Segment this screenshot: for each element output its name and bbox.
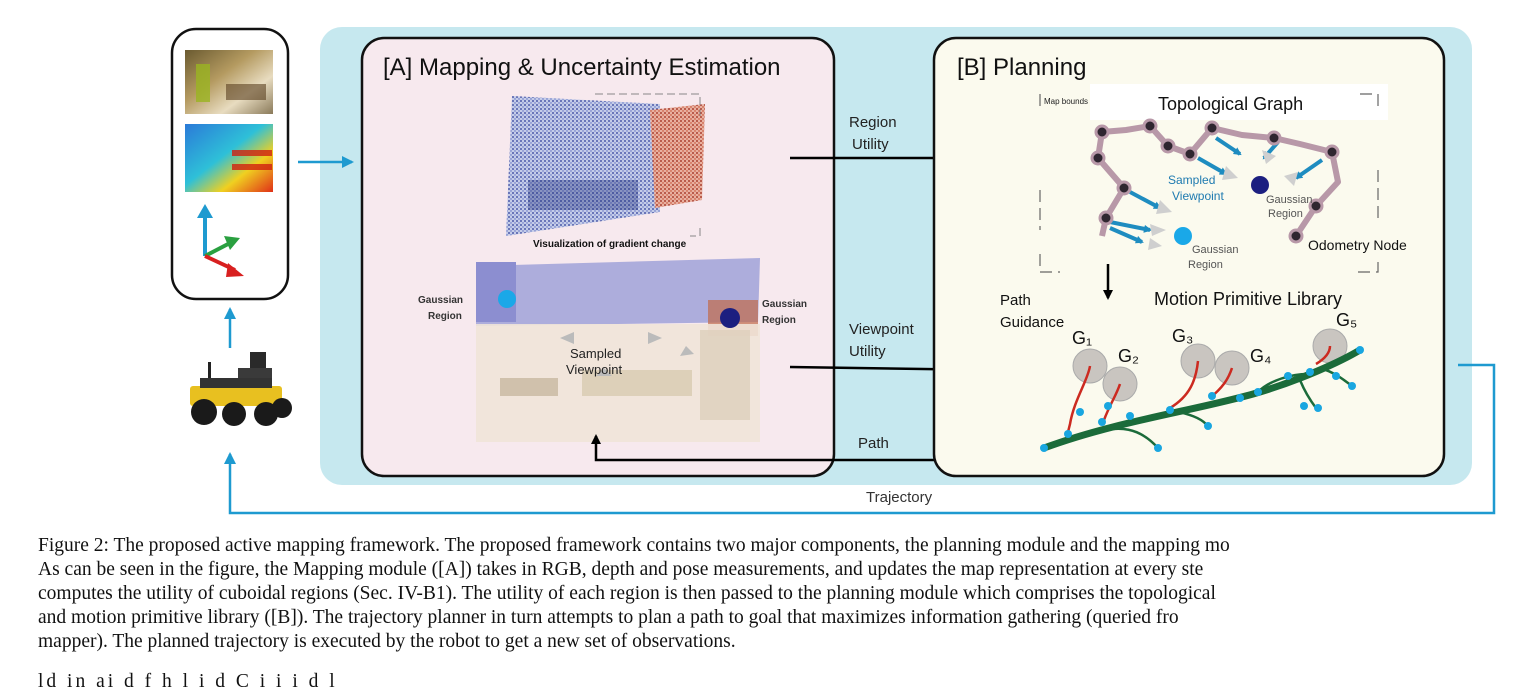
odometry-nodes: [1090, 118, 1340, 244]
figure-caption: Figure 2: The proposed active mapping fr…: [38, 534, 1538, 654]
gaussian-region-label-2: Gaussian Region: [1188, 244, 1242, 271]
body-text-fragment: ld in ai d f h l i d C i i i d l: [38, 671, 338, 692]
depth-image: [185, 124, 273, 192]
uncertainty-map: [476, 258, 760, 442]
trajectory-arrow: [224, 363, 1496, 515]
topological-graph-title: Topological Graph: [1158, 94, 1303, 114]
caption-line: mapper). The planned trajectory is execu…: [38, 631, 736, 652]
goal-label: G₅: [1336, 310, 1357, 330]
robot-image: [190, 352, 292, 426]
framework-figure: Trajectory [A] Mapping & Uncertainty Est…: [170, 27, 1496, 515]
viz-caption: Visualization of gradient change: [533, 239, 687, 250]
caption-line: As can be seen in the figure, the Mappin…: [38, 559, 1204, 580]
region-utility-label: Region Utility: [849, 114, 901, 153]
mpl-title: Motion Primitive Library: [1154, 289, 1342, 309]
motion-primitive-library: [1040, 328, 1364, 452]
goal-label: G₂: [1118, 346, 1139, 366]
caption-line: Figure 2: The proposed active mapping fr…: [38, 535, 1230, 556]
gaussian-region-label-1: Gaussian Region: [1266, 194, 1316, 220]
goal-label: G₁: [1072, 328, 1092, 348]
caption-line: computes the utility of cuboidal regions…: [38, 583, 1216, 604]
path-arrow: [591, 434, 988, 462]
gradient-visualization: [506, 93, 705, 237]
panel-a-gaussian-right: Gaussian Region: [762, 299, 810, 326]
panel-a-sampled-viewpoint: Sampled Viewpoint: [566, 346, 625, 377]
panel-a-title: [A] Mapping & Uncertainty Estimation: [383, 54, 781, 81]
pose-axes-icon: [197, 204, 244, 277]
goal-label: G₃: [1172, 326, 1193, 346]
odometry-node-label: Odometry Node: [1308, 237, 1407, 253]
sampled-viewpoint-label: Sampled Viewpoint: [1168, 173, 1224, 203]
trajectory-label: Trajectory: [866, 489, 933, 506]
path-guidance-label: Path Guidance: [1000, 292, 1064, 331]
panel-a-gaussian-left: Gaussian Region: [418, 295, 466, 322]
path-label: Path: [858, 435, 889, 452]
goal-label: G₄: [1250, 346, 1271, 366]
map-bounds-label: Map bounds: [1044, 97, 1088, 106]
panel-b-title: [B] Planning: [957, 54, 1086, 81]
viewpoint-utility-label: Viewpoint Utility: [849, 321, 918, 360]
caption-line: and motion primitive library ([B]). The …: [38, 607, 1179, 628]
